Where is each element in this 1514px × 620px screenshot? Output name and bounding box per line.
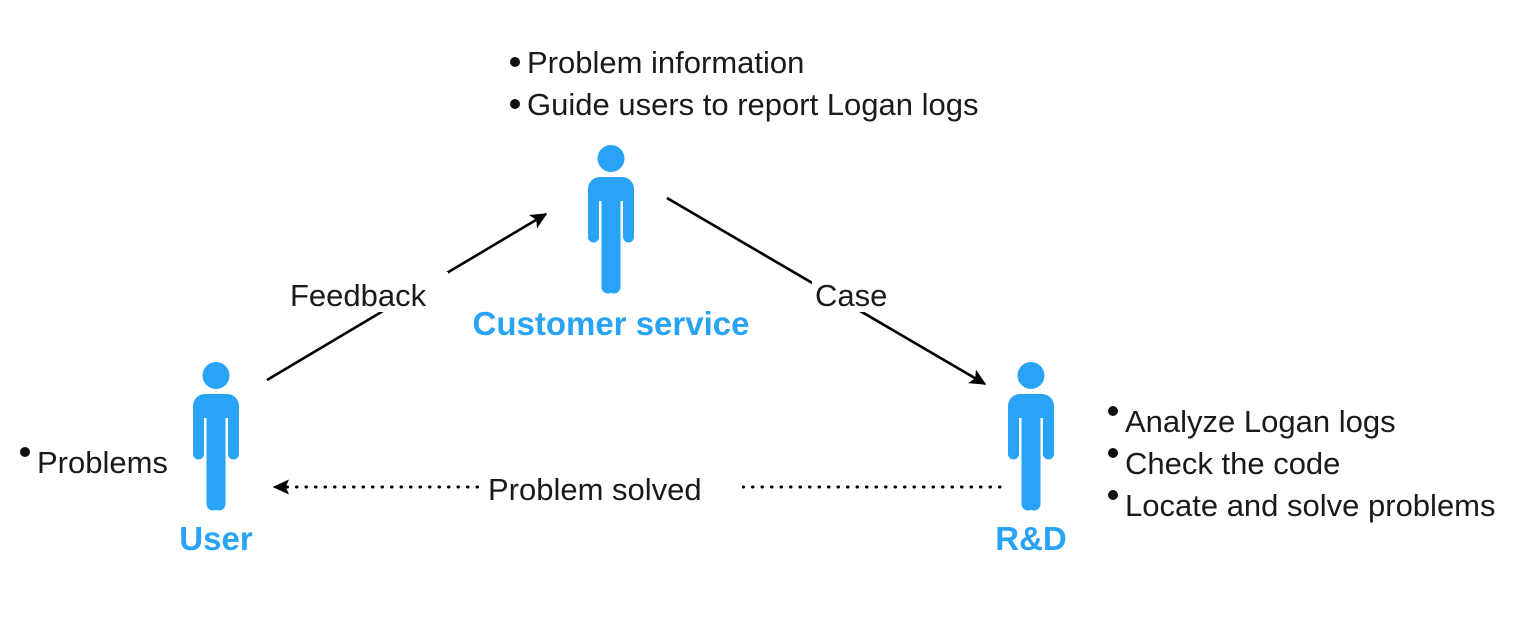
rnd-note-2: Locate and solve problems (1125, 488, 1496, 523)
customer-service-label: Customer service (473, 305, 750, 342)
customer-service-note-1: Guide users to report Logan logs (527, 87, 979, 122)
rnd-note-1: Check the code (1125, 446, 1340, 481)
case-label-backdrop (812, 272, 900, 312)
rnd-label: R&D (995, 520, 1067, 557)
bullet-icon (20, 447, 30, 457)
edge-problem-solved: Problem solved (272, 466, 1002, 508)
problem-solved-label-backdrop (480, 466, 742, 508)
user-note-0: Problems (37, 445, 168, 480)
rnd-note-0: Analyze Logan logs (1125, 404, 1396, 439)
node-customer-service[interactable]: Customer service (473, 145, 750, 342)
rnd-notes: Analyze Logan logs Check the code Locate… (1108, 404, 1496, 523)
edge-feedback: Feedback (266, 212, 548, 382)
bullet-icon (510, 57, 520, 67)
bullet-icon (510, 99, 520, 109)
customer-service-notes: Problem information Guide users to repor… (510, 45, 979, 122)
node-user[interactable]: User (179, 362, 253, 557)
customer-service-note-0: Problem information (527, 45, 804, 80)
user-label: User (179, 520, 253, 557)
person-icon (588, 145, 634, 294)
case-label: Case (815, 278, 887, 313)
bullet-icon (1108, 406, 1118, 416)
person-icon (193, 362, 239, 511)
edge-case: Case (666, 196, 987, 386)
bullet-icon (1108, 448, 1118, 458)
person-icon (1008, 362, 1054, 511)
feedback-label-backdrop (288, 272, 448, 312)
user-notes: Problems (20, 445, 168, 480)
node-rnd[interactable]: R&D (995, 362, 1067, 557)
bullet-icon (1108, 490, 1118, 500)
problem-solved-label: Problem solved (488, 472, 702, 507)
feedback-label: Feedback (290, 278, 427, 313)
